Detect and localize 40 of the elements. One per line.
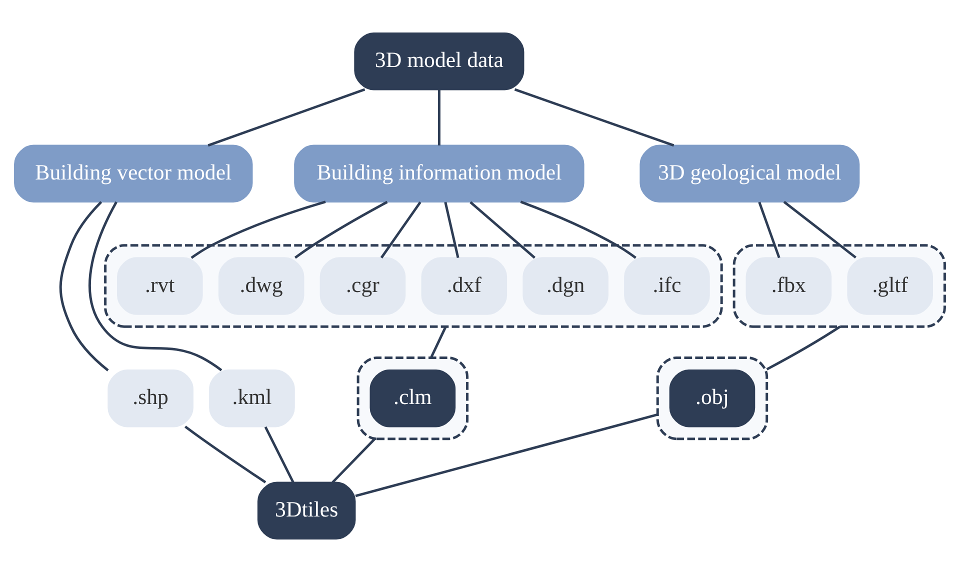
connector	[332, 438, 376, 483]
cluster	[732, 244, 946, 328]
node-box: .rvt	[117, 256, 203, 314]
cluster	[356, 356, 469, 440]
connector	[294, 200, 388, 258]
node-box: .fbx	[746, 256, 832, 314]
connector	[380, 201, 422, 258]
connector	[208, 88, 366, 146]
node-box: .ifc	[624, 256, 710, 314]
connector	[444, 201, 460, 258]
connector	[514, 88, 674, 146]
node-box: .dgn	[522, 256, 608, 314]
connector	[264, 426, 294, 482]
connector	[783, 200, 856, 258]
connector	[766, 325, 841, 370]
node-box: .shp	[108, 368, 194, 427]
connector	[190, 200, 326, 258]
node-box: .clm	[370, 368, 456, 427]
node-box: 3D model data	[354, 32, 524, 90]
cluster	[104, 244, 723, 328]
connector	[430, 326, 447, 358]
connector	[184, 425, 266, 483]
connector	[758, 201, 780, 258]
cluster	[656, 356, 768, 440]
node-box: .kml	[209, 368, 295, 427]
node-box: .cgr	[320, 256, 406, 314]
node-box: Building information model	[294, 144, 584, 202]
connector	[470, 200, 536, 258]
node-box: .obj	[669, 368, 756, 427]
node-box: .dxf	[421, 256, 508, 314]
connector	[59, 200, 109, 371]
node-box: .dwg	[218, 256, 304, 314]
node-box: .gltf	[847, 256, 933, 314]
connector	[520, 200, 636, 258]
node-box: 3Dtiles	[257, 481, 356, 540]
node-box: Building vector model	[14, 144, 253, 202]
node-box: 3D geological model	[640, 144, 860, 202]
connector	[438, 89, 440, 145]
connector	[355, 412, 658, 497]
connector	[88, 200, 222, 371]
